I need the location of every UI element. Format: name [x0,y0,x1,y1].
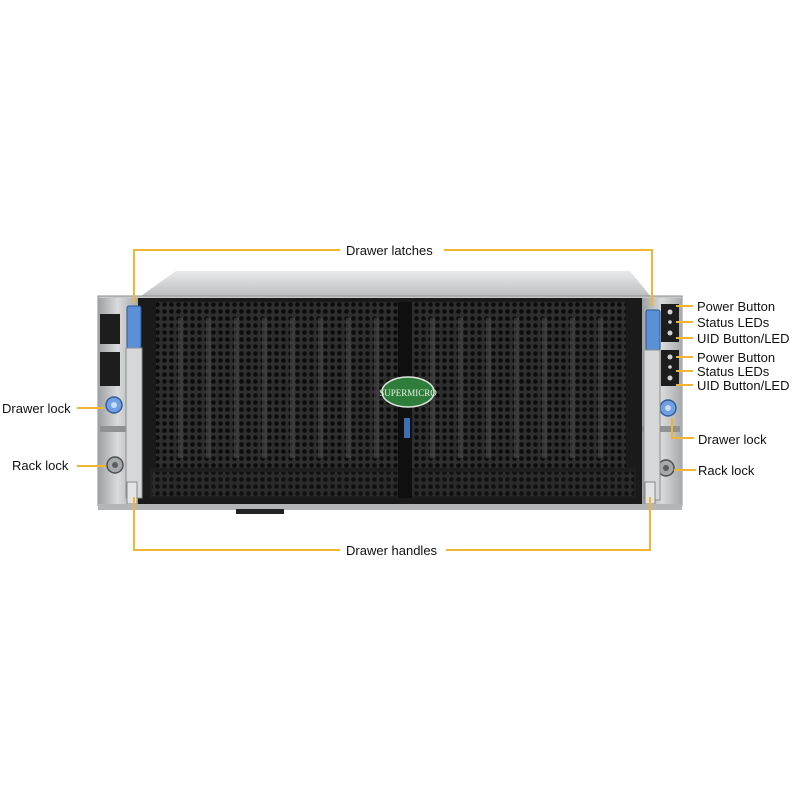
left-drawer-latch [126,305,142,349]
svg-text:SUPERMICRO: SUPERMICRO [379,388,437,398]
left-port-2 [100,352,120,386]
status-leds-label-2: Status LEDs [697,364,770,379]
drawer-latches-label: Drawer latches [346,243,433,258]
left-drawer-handle [126,481,138,505]
drawer-handles-label: Drawer handles [346,543,438,558]
supermicro-logo: SUPERMICRO [379,376,437,408]
power-button-label-1: Power Button [697,299,776,314]
uid-button-led-label-1: UID Button/LED [697,331,790,346]
callout-lines [77,249,696,551]
left-port-1 [100,314,120,344]
uid-button-led-label-2: UID Button/LED [697,378,790,393]
right-drawer-latch [645,309,661,351]
left-rack-lock-label: Rack lock [12,458,69,473]
power-button-label-2: Power Button [697,350,776,365]
center-led [404,418,410,438]
left-drawer-lock-label: Drawer lock [2,401,71,416]
right-rack-lock-label: Rack lock [698,463,755,478]
right-drawer-lock-label: Drawer lock [698,432,767,447]
status-leds-label-1: Status LEDs [697,315,770,330]
chassis-top [138,271,652,298]
